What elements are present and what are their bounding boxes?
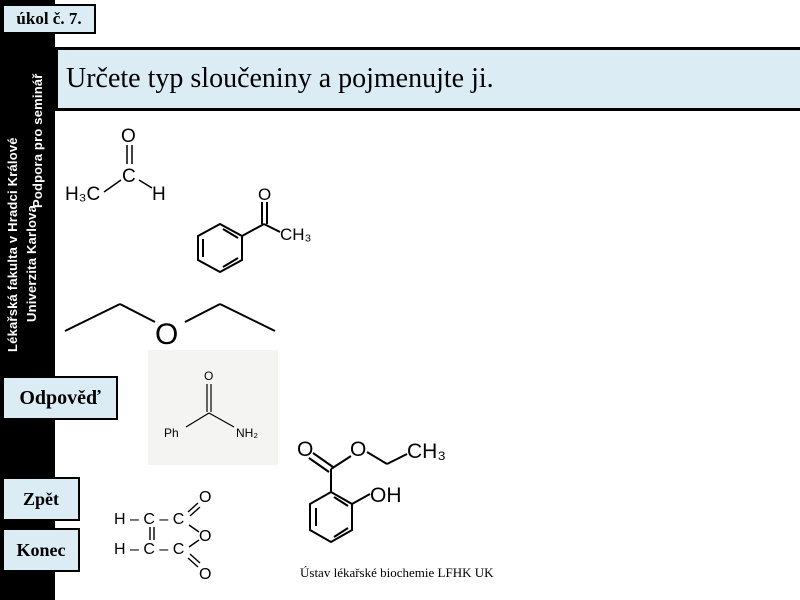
acetaldehyde-methyl: H₃C — [65, 184, 100, 205]
salicylate-ester-oxygen: O — [350, 438, 366, 461]
salicylate-methyl: CH₃ — [407, 440, 446, 463]
acetophenone-oxygen: O — [258, 185, 271, 204]
maleic-anhydride-bottom-oxygen: O — [199, 566, 211, 583]
maleic-anhydride-row2: H – C – C — [114, 541, 184, 558]
acetaldehyde-structure: O C H₃C H — [65, 126, 166, 205]
benzamide-phenyl: Ph — [164, 426, 179, 440]
end-button[interactable]: Konec — [2, 528, 80, 572]
benzamide-amine: NH₂ — [236, 426, 258, 440]
page-title: Určete typ sloučeniny a pojmenujte ji. — [55, 47, 800, 111]
acetophenone-structure: O CH₃ — [197, 185, 311, 274]
acetaldehyde-oxygen: O — [121, 126, 136, 147]
sidebar-university-text: Univerzita Karlova — [24, 204, 39, 322]
sidebar-seminar-text: Podpora pro seminář — [30, 73, 45, 208]
maleic-anhydride-structure: H – C – C H – C – C O O O — [114, 489, 211, 583]
ethyl-salicylate-structure: O O CH₃ OH — [297, 438, 446, 544]
maleic-anhydride-ring-oxygen: O — [199, 528, 211, 545]
answer-button[interactable]: Odpověď — [2, 376, 118, 420]
task-label: úkol č. 7. — [2, 4, 96, 34]
diethyl-ether-oxygen: O — [155, 318, 178, 351]
acetophenone-methyl: CH₃ — [280, 225, 311, 244]
footer-department: Ústav lékařské biochemie LFHK UK — [300, 565, 494, 580]
maleic-anhydride-top-oxygen: O — [199, 489, 211, 506]
sidebar-faculty-text: Lékařská fakulta v Hradci Králové — [5, 137, 20, 352]
benzamide-structure: O Ph NH₂ — [148, 350, 278, 465]
salicylate-hydroxyl: OH — [370, 484, 402, 507]
benzamide-oxygen: O — [204, 369, 213, 383]
diethyl-ether-structure: O — [64, 303, 276, 351]
acetaldehyde-hydrogen: H — [152, 184, 166, 205]
maleic-anhydride-row1: H – C – C — [114, 511, 184, 528]
acetaldehyde-carbon: C — [122, 166, 136, 187]
salicylate-carbonyl-oxygen: O — [297, 438, 313, 461]
back-button[interactable]: Zpět — [2, 477, 80, 521]
